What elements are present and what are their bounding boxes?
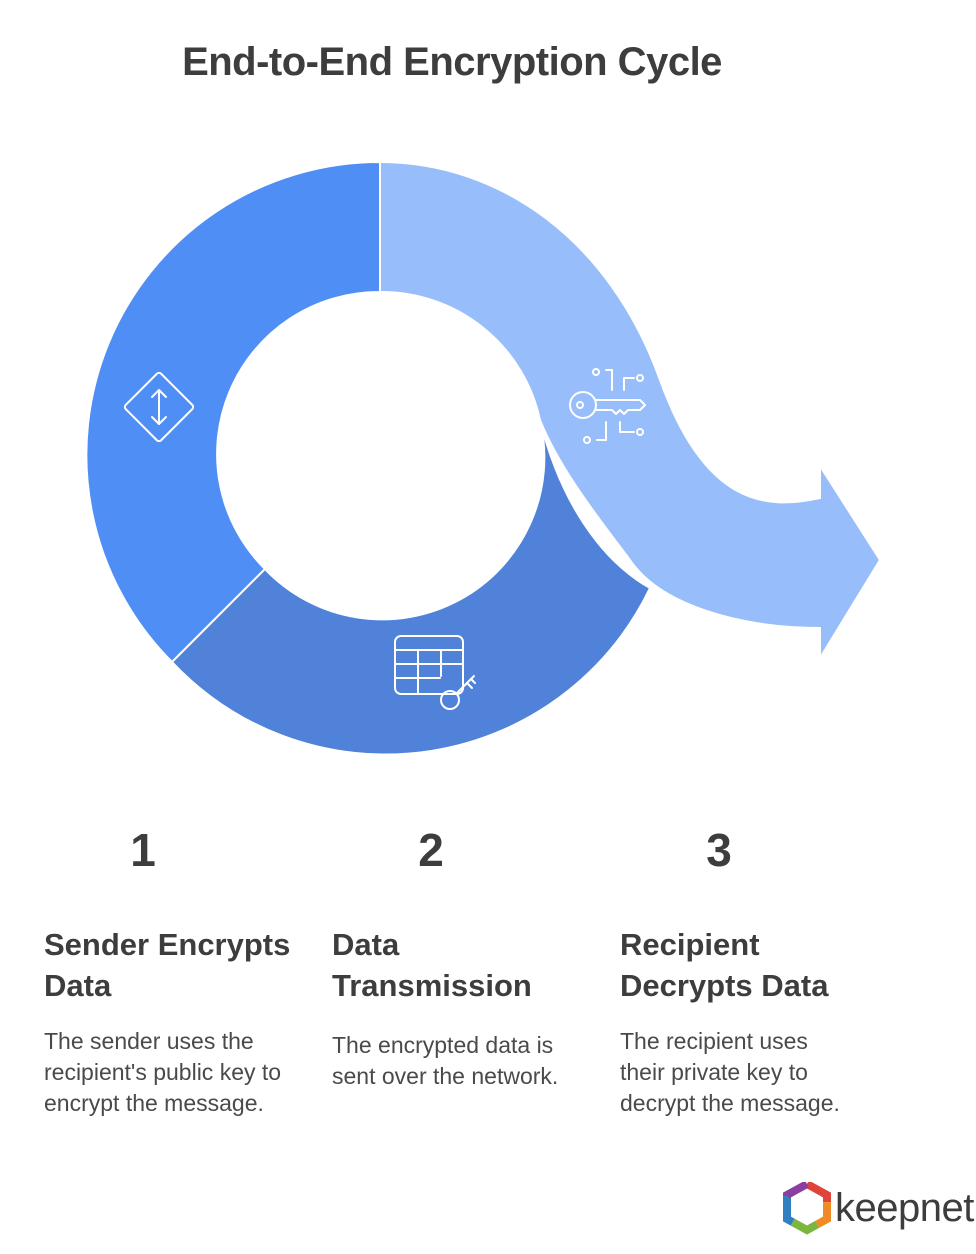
- step-number: 2: [418, 824, 444, 876]
- digital-key-icon: [569, 368, 646, 444]
- step-2: 2 Data Transmission The encrypted data i…: [306, 820, 558, 1089]
- step-title: Sender Encrypts Data: [44, 927, 291, 1003]
- brand-name: keepnet: [835, 1186, 974, 1230]
- keepnet-logo-icon: [783, 1182, 831, 1235]
- step-title: Recipient Decrypts Data: [620, 927, 829, 1003]
- cycle-segment-2: [170, 419, 652, 756]
- direction-updown-icon: [123, 371, 195, 443]
- table-key-icon: [394, 635, 476, 710]
- step-description: The recipient uses their private key to …: [620, 1028, 840, 1116]
- page-title: End-to-End Encryption Cycle: [182, 40, 722, 84]
- cycle-segment-1: [85, 160, 381, 664]
- step-3: 3 Recipient Decrypts Data The recipient …: [594, 820, 844, 1116]
- step-number: 1: [130, 824, 156, 876]
- step-1: 1 Sender Encrypts Data The sender uses t…: [18, 820, 290, 1116]
- encryption-cycle-diagram: [85, 160, 882, 756]
- step-description: The encrypted data is sent over the netw…: [332, 1032, 559, 1089]
- step-title: Data Transmission: [332, 927, 532, 1003]
- brand-logo: keepnet: [781, 1178, 974, 1242]
- step-number: 3: [706, 824, 732, 876]
- step-description: The sender uses the recipient's public k…: [44, 1028, 282, 1116]
